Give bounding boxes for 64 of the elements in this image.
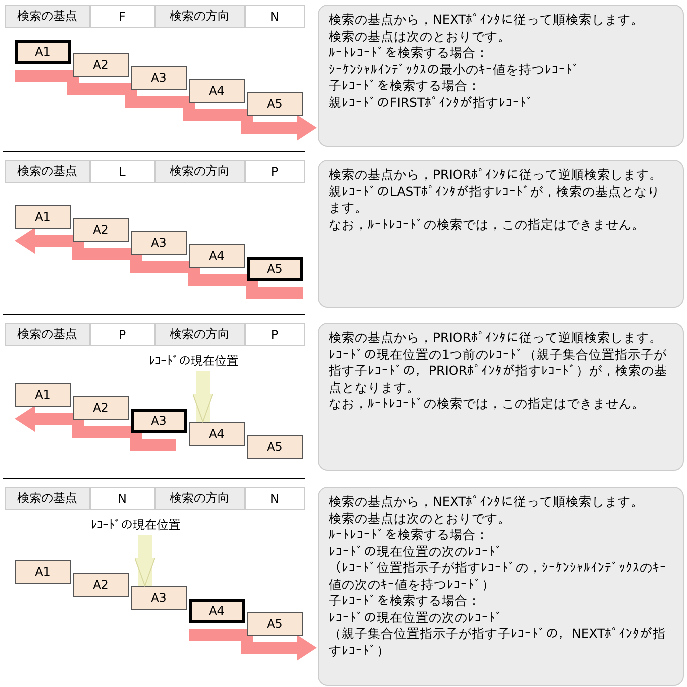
record-box: A3 <box>131 586 187 610</box>
explanation-text: ﾚｺｰﾄﾞの現在位置の次のﾚｺｰﾄﾞ <box>329 544 504 560</box>
explanation-text: （親子集合位置指示子が指す子ﾚｺｰﾄﾞの，NEXTﾎﾟｲﾝﾀが指すﾚｺｰﾄﾞ） <box>329 626 668 659</box>
explanation-text: ﾚｺｰﾄﾞの現在位置の1つ前のﾚｺｰﾄﾞ（親子集合位置指示子が指す子ﾚｺｰﾄﾞの，PRIORﾎﾟｲﾝﾀが指すﾚｺｰﾄﾞ）が，検索の基点となります。 <box>329 346 668 396</box>
explanation-text: ﾙｰﾄﾚｺｰﾄﾞを検索する場合： <box>329 45 490 62</box>
record-box: A3 <box>131 66 187 90</box>
record-box: A2 <box>73 53 129 77</box>
explanation-text: 検索の基点から，PRIORﾎﾟｲﾝﾀに従って逆順検索します。 <box>329 167 664 184</box>
record-box: A1 <box>15 560 71 584</box>
explanation-text: 検索の基点から，PRIORﾎﾟｲﾝﾀに従って逆順検索します。 <box>329 330 664 346</box>
explanation-panel <box>318 160 684 308</box>
pointer-label: ﾚｺｰﾄﾞの現在位置 <box>91 517 181 534</box>
table-header: 検索の基点 <box>5 5 90 28</box>
table-cell: P <box>90 323 155 346</box>
explanation-text: ﾙｰﾄﾚｺｰﾄﾞを検索する場合： <box>329 527 490 544</box>
record-box: A2 <box>73 396 129 420</box>
explanation-text: なお，ﾙｰﾄﾚｺｰﾄﾞの検索では，この指定はできません。 <box>329 216 646 233</box>
table-header: 検索の基点 <box>5 323 90 346</box>
table-cell: N <box>245 5 305 28</box>
explanation-text: 子ﾚｺｰﾄﾞを検索する場合： <box>329 593 482 610</box>
pointer-arrow <box>134 535 156 586</box>
explanation-text: ﾚｺｰﾄﾞの現在位置の次のﾚｺｰﾄﾞ <box>329 610 504 626</box>
explanation-panel <box>318 5 684 147</box>
explanation-text: 親ﾚｺｰﾄﾞのLASTﾎﾟｲﾝﾀが指すﾚｺｰﾄﾞが，検索の基点となります。 <box>329 184 662 216</box>
record-box: A5 <box>247 435 303 459</box>
table-header: 検索の方向 <box>155 487 245 510</box>
record-box: A4 <box>189 599 245 623</box>
table-cell: N <box>245 487 305 510</box>
explanation-text: 検索の基点から，NEXTﾎﾟｲﾝﾀに従って順検索します。 <box>329 12 646 28</box>
record-box: A4 <box>189 244 245 268</box>
pointer-label: ﾚｺｰﾄﾞの現在位置 <box>149 353 239 370</box>
record-box: A5 <box>247 92 303 116</box>
table-header: 検索の方向 <box>155 323 245 346</box>
table-cell: P <box>245 160 305 183</box>
table-cell: L <box>90 160 155 183</box>
record-box: A4 <box>189 79 245 103</box>
explanation-text: （ﾚｺｰﾄﾞ位置指示子が指すﾚｺｰﾄﾞの，ｼｰｹﾝｼｬﾙｲﾝﾃﾞｯｸｽのｷｰ値の次のｷｰ値を持つﾚｺｰﾄﾞ） <box>329 560 668 593</box>
explanation-panel <box>318 323 684 471</box>
explanation-text: 子ﾚｺｰﾄﾞを検索する場合： <box>329 78 482 94</box>
table-header: 検索の方向 <box>155 160 245 183</box>
table-header: 検索の基点 <box>5 160 90 183</box>
explanation-text: 検索の基点は次のとおりです。 <box>329 28 512 45</box>
table-cell: F <box>90 5 155 28</box>
record-box: A3 <box>131 231 187 255</box>
record-box: A2 <box>73 573 129 597</box>
explanation-text: 親ﾚｺｰﾄﾞのFIRSTﾎﾟｲﾝﾀが指すﾚｺｰﾄﾞ <box>329 94 536 111</box>
record-box: A4 <box>189 422 245 446</box>
record-box: A5 <box>247 257 303 281</box>
explanation-panel <box>318 487 684 686</box>
explanation-text: 検索の基点から，NEXTﾎﾟｲﾝﾀに従って順検索します。 <box>329 494 646 510</box>
record-box: A1 <box>15 205 71 229</box>
explanation-text: 検索の基点は次のとおりです。 <box>329 510 512 527</box>
table-cell: P <box>245 323 305 346</box>
record-box: A2 <box>73 218 129 242</box>
table-cell: N <box>90 487 155 510</box>
record-box: A1 <box>15 40 71 64</box>
record-box: A5 <box>247 612 303 636</box>
table-header: 検索の基点 <box>5 487 90 510</box>
table-header: 検索の方向 <box>155 5 245 28</box>
record-box: A3 <box>131 409 187 433</box>
explanation-text: なお，ﾙｰﾄﾚｺｰﾄﾞの検索では，この指定はできません。 <box>329 396 646 412</box>
pointer-arrow <box>192 371 214 422</box>
record-box: A1 <box>15 383 71 407</box>
explanation-text: ｼｰｹﾝｼｬﾙｲﾝﾃﾞｯｸｽの最小のｷｰ値を持つﾚｺｰﾄﾞ <box>329 62 581 78</box>
